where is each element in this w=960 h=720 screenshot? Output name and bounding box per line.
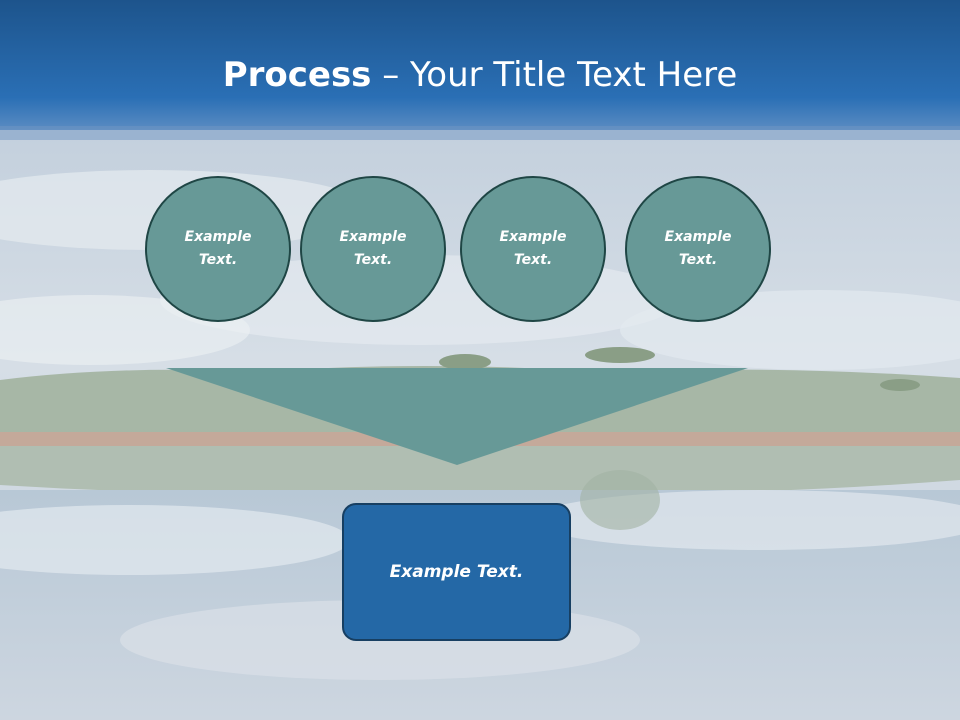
process-circle-1[interactable]: Example Text. <box>145 176 291 322</box>
title-rest: – Your Title Text Here <box>371 55 738 95</box>
result-box-text: Example Text. <box>389 562 524 582</box>
circle-line-2: Text. <box>678 252 718 268</box>
process-circle-2[interactable]: Example Text. <box>300 176 446 322</box>
circle-line-2: Text. <box>513 252 553 268</box>
circle-line-1: Example <box>664 229 732 245</box>
title-bold: Process <box>222 55 372 95</box>
result-box[interactable]: Example Text. <box>342 503 571 641</box>
circle-line-2: Text. <box>353 252 393 268</box>
process-circle-3[interactable]: Example Text. <box>460 176 606 322</box>
circle-line-2: Text. <box>198 252 238 268</box>
circle-line-1: Example <box>499 229 567 245</box>
circle-line-1: Example <box>184 229 252 245</box>
circle-text: Example Text. <box>488 226 578 272</box>
funnel-triangle[interactable] <box>166 368 748 465</box>
slide-title: Process – Your Title Text Here <box>0 52 960 98</box>
process-circle-4[interactable]: Example Text. <box>625 176 771 322</box>
circle-text: Example Text. <box>328 226 418 272</box>
circle-text: Example Text. <box>653 226 743 272</box>
circle-line-1: Example <box>339 229 407 245</box>
circle-text: Example Text. <box>173 226 263 272</box>
